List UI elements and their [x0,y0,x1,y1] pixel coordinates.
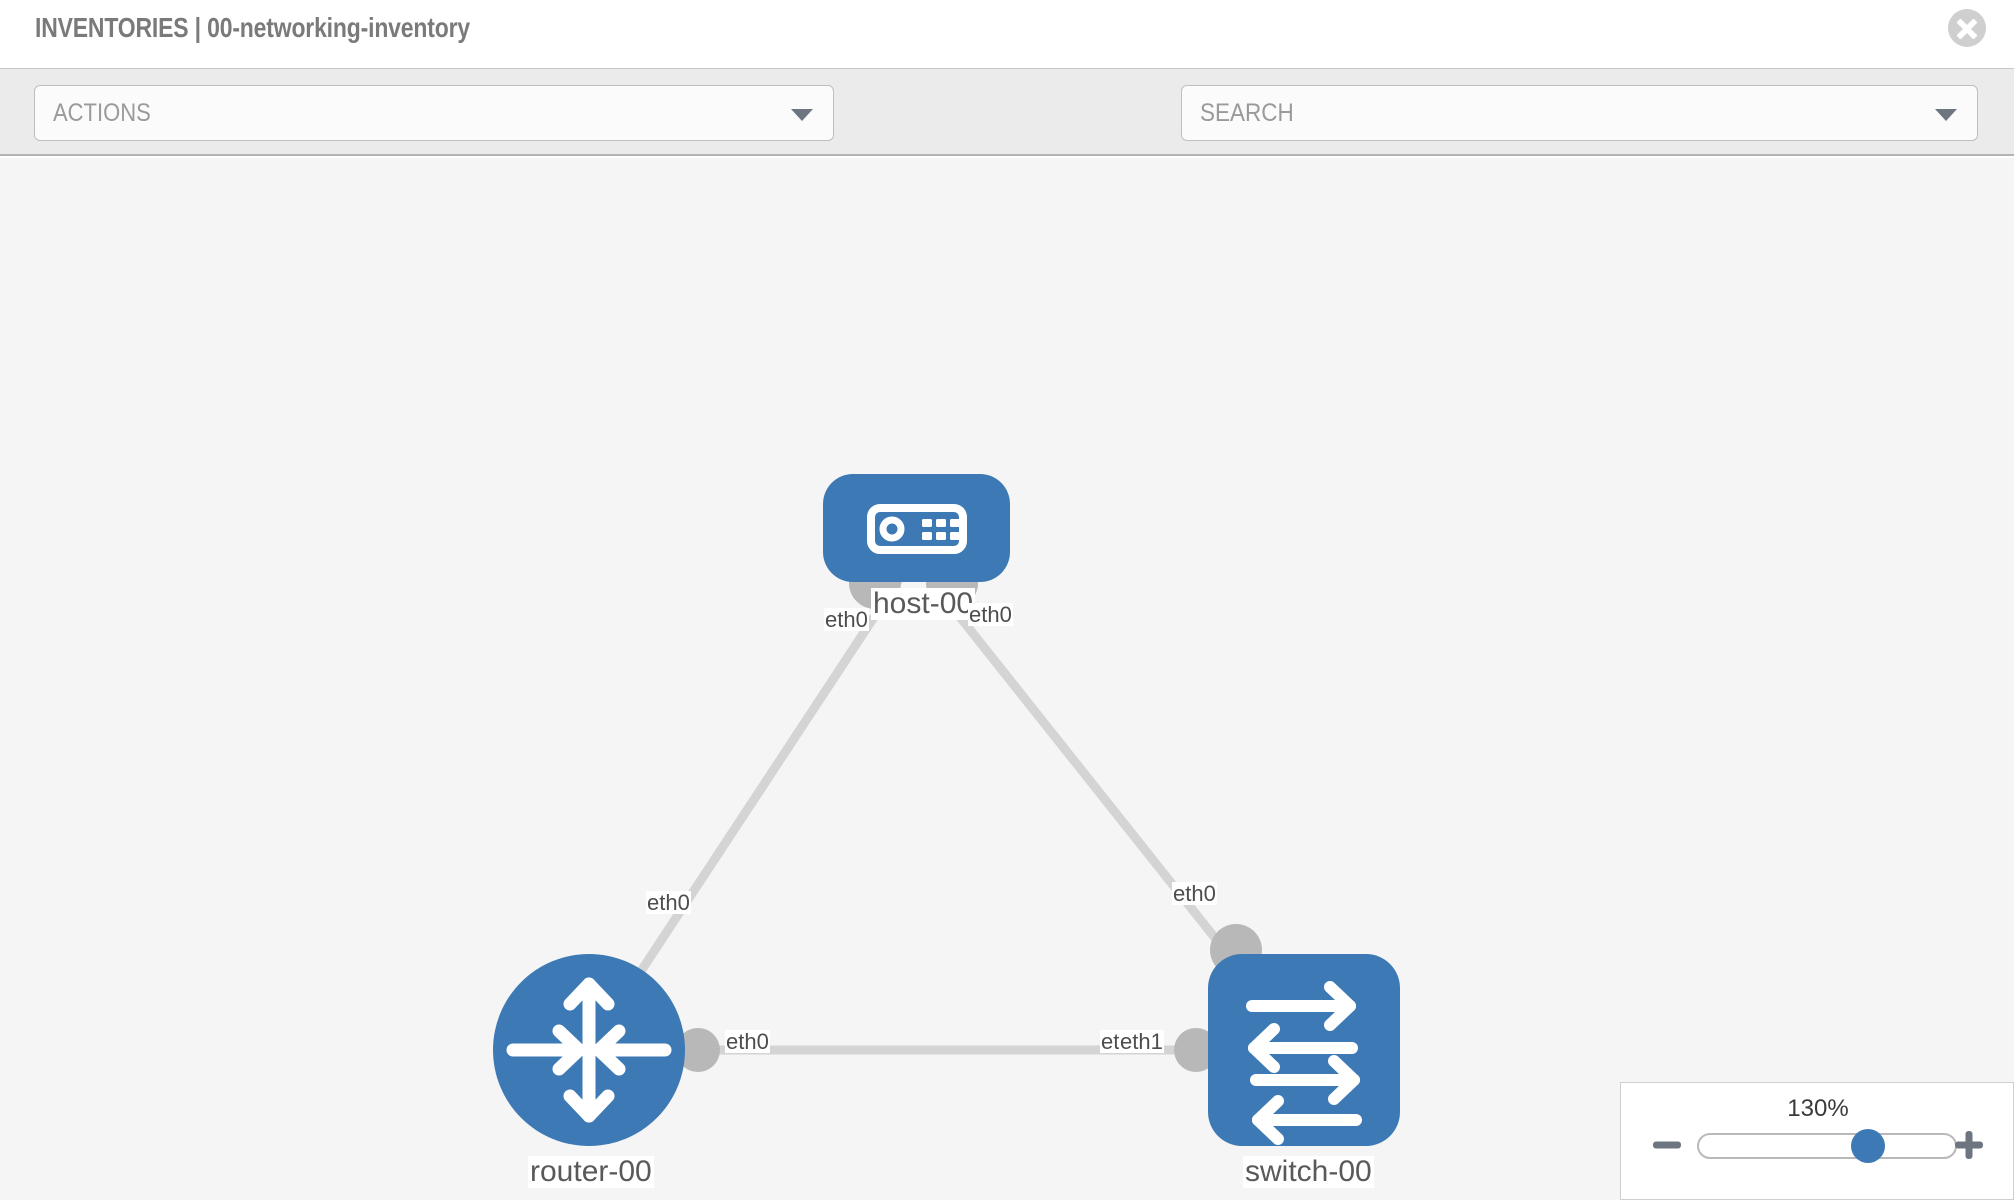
zoom-level-value: 130% [1787,1095,1849,1122]
connector-switch-left[interactable] [1174,1028,1218,1072]
zoom-in-button[interactable] [1951,1127,1987,1163]
zoom-out-button[interactable] [1649,1127,1685,1163]
page-header: INVENTORIES | 00-networking-inventory [0,0,2014,68]
search-placeholder: SEARCH [1200,99,1294,127]
iface-label-router-up: eth0 [646,890,691,915]
iface-label-router-right: eth0 [725,1029,770,1054]
node-label-switch-00: switch-00 [1243,1155,1374,1188]
topology-edges [585,555,1308,1055]
topology-canvas[interactable]: host-00 router-00 switch-00 eth0 eth0 et… [0,158,2014,1200]
actions-dropdown-label: ACTIONS [53,99,151,127]
iface-label-switch-up: eth0 [1172,881,1217,906]
node-label-router-00: router-00 [528,1155,654,1188]
chevron-down-icon[interactable] [1935,109,1957,121]
switch-icon [1246,981,1362,1145]
zoom-control-panel: 130% [1620,1082,2014,1200]
chevron-down-icon [791,109,813,121]
close-button[interactable] [1948,9,1986,47]
toolbar: ACTIONS SEARCH [0,68,2014,197]
search-input[interactable]: SEARCH [1181,85,1978,141]
page-title: INVENTORIES | 00-networking-inventory [35,12,470,43]
node-host-00[interactable] [823,474,1010,582]
node-router-00[interactable] [493,954,685,1146]
server-icon [867,504,967,554]
topology-graph [493,474,1400,1146]
node-switch-00[interactable] [1208,954,1400,1146]
minus-icon [1653,1141,1681,1149]
iface-label-switch-left-b: eth1 [1119,1029,1164,1054]
actions-dropdown[interactable]: ACTIONS [34,85,834,141]
zoom-slider-track[interactable] [1697,1133,1957,1159]
router-icon [506,977,672,1123]
iface-label-host-left: eth0 [824,607,869,632]
iface-label-host-right: eth0 [968,602,1013,627]
node-label-host-00: host-00 [871,587,976,620]
zoom-slider-thumb[interactable] [1851,1129,1885,1163]
close-icon [1956,18,1978,40]
node-host-00-shape[interactable] [823,474,1010,582]
edge-host-router[interactable] [585,555,917,1053]
plus-icon [1955,1131,1983,1159]
connector-router-right[interactable] [676,1028,720,1072]
